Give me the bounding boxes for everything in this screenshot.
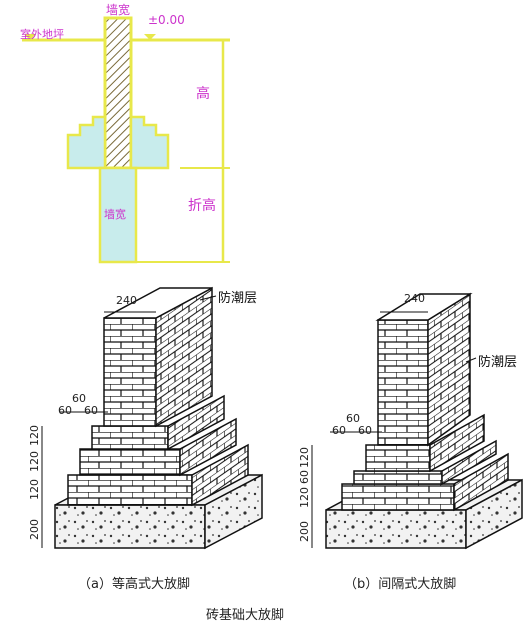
left-base-side	[204, 473, 263, 550]
left-vdim-2: 120	[28, 451, 41, 472]
wall-width-label-top: 墙宽	[106, 2, 130, 17]
left-vdim-1: 120	[28, 425, 41, 446]
left-vdim-4: 200	[28, 519, 41, 540]
right-vdim-1: 120	[298, 447, 311, 468]
lower-wall	[98, 166, 138, 264]
ground-marker-icon	[24, 34, 36, 40]
right-damp-leader	[465, 357, 477, 363]
left-step-dim-2: 60	[58, 404, 72, 417]
height-label: 高	[196, 85, 210, 102]
right-step-2-side	[441, 439, 497, 486]
right-damp-layer: 防潮层	[478, 354, 517, 370]
right-caption: （b）间隔式大放脚	[344, 576, 456, 592]
left-caption: （a）等高式大放脚	[78, 576, 190, 592]
left-step-dim-3: 60	[84, 404, 98, 417]
right-base-side	[465, 478, 523, 550]
left-wall-top	[103, 287, 213, 319]
left-step-2-side	[179, 417, 237, 477]
right-concrete-base	[325, 509, 467, 549]
right-wall-top	[375, 293, 473, 321]
footing-left-steps	[66, 115, 107, 170]
right-step-1-side	[429, 413, 485, 473]
left-vdim-3: 120	[28, 479, 41, 500]
wall-width-label-inner: 墙宽	[104, 207, 126, 221]
right-vdim-3: 120	[298, 487, 311, 508]
left-step-3	[67, 474, 193, 506]
left-damp-layer: 防潮层	[218, 290, 257, 306]
left-step-2	[79, 448, 181, 476]
left-step-1	[91, 425, 169, 450]
right-step-1	[365, 444, 431, 472]
left-step-1-side	[167, 394, 225, 451]
left-concrete-base	[54, 504, 206, 549]
foundation-height-label: 折高	[188, 197, 216, 214]
zero-level-label: ±0.00	[148, 13, 185, 27]
right-step-dim-2: 60	[332, 424, 346, 437]
wall-hatched	[103, 16, 133, 170]
right-top-width: 240	[404, 292, 425, 305]
left-footing-figure: 240 防潮层 60 60 60 120 120 120 200	[28, 286, 263, 550]
right-vdim-2: 60	[298, 470, 311, 484]
left-step-dim-1: 60	[72, 392, 86, 405]
right-step-3	[341, 483, 455, 511]
left-damp-leader	[199, 295, 217, 301]
left-wall-front	[103, 317, 157, 427]
right-step-2	[353, 470, 443, 485]
figure-title: 砖基础大放脚	[206, 607, 284, 623]
right-wall-front	[377, 319, 429, 446]
level-marker-icon	[144, 34, 156, 40]
footing-right-steps	[129, 115, 170, 170]
top-section-diagram: 墙宽 ±0.00 室外地坪 高 折高 墙宽	[20, 2, 230, 264]
right-vdim-4: 200	[298, 521, 311, 542]
left-top-width: 240	[116, 294, 137, 307]
right-footing-figure: 240 防潮层 60 60 60 120 60 120 200	[298, 292, 523, 550]
right-step-dim-1: 60	[346, 412, 360, 425]
right-step-3-side	[453, 452, 509, 512]
right-step-dim-3: 60	[358, 424, 372, 437]
left-step-3-side	[191, 443, 249, 507]
outdoor-ground-label: 室外地坪	[20, 27, 64, 41]
